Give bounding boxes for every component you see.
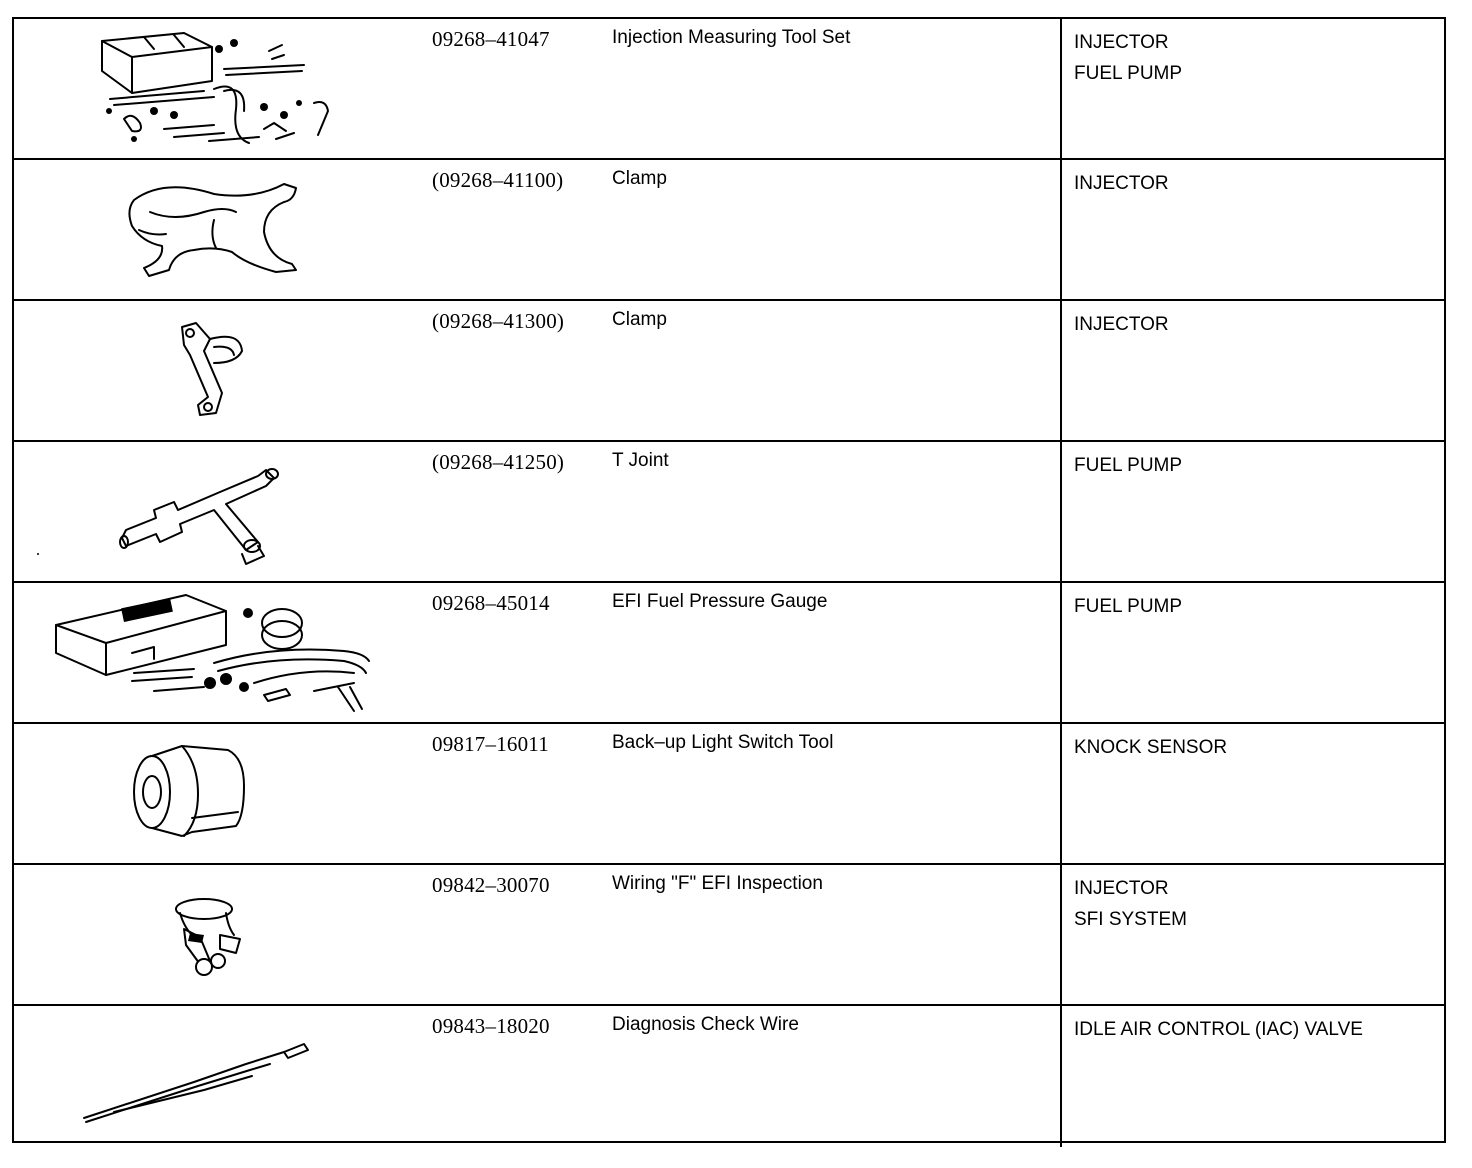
usage-cell: INJECTOR SFI SYSTEM <box>1074 873 1187 935</box>
usage-item: IDLE AIR CONTROL (IAC) VALVE <box>1074 1019 1363 1040</box>
column-divider <box>1060 160 1062 299</box>
clamp-icon <box>14 160 424 299</box>
part-number: 09268–45014 <box>432 591 550 615</box>
column-divider <box>1060 19 1062 158</box>
t-joint-icon <box>14 442 424 581</box>
column-divider <box>1060 1006 1062 1147</box>
pressure-gauge-kit-icon <box>14 583 424 722</box>
usage-item: FUEL PUMP <box>1074 63 1183 84</box>
usage-item: INJECTOR <box>1074 314 1169 335</box>
part-number: 09817–16011 <box>432 732 549 756</box>
usage-item: SFI SYSTEM <box>1074 909 1187 930</box>
usage-cell: FUEL PUMP <box>1074 450 1182 481</box>
usage-item: INJECTOR <box>1074 878 1169 899</box>
usage-item: FUEL PUMP <box>1074 596 1183 617</box>
table-row: 09268–45014 EFI Fuel Pressure Gauge FUEL… <box>14 583 1444 724</box>
wiring-harness-icon <box>14 865 424 1004</box>
usage-cell: FUEL PUMP <box>1074 591 1182 622</box>
usage-item: FUEL PUMP <box>1074 455 1183 476</box>
table-row: 09843–18020 Diagnosis Check Wire IDLE AI… <box>14 1006 1444 1147</box>
usage-item: KNOCK SENSOR <box>1074 737 1228 758</box>
tool-name: Wiring "F" EFI Inspection <box>612 873 823 894</box>
usage-cell: KNOCK SENSOR <box>1074 732 1227 763</box>
part-number: (09268–41250) <box>432 450 565 474</box>
column-divider <box>1060 724 1062 863</box>
tool-name: T Joint <box>612 450 669 471</box>
table-row: 09268–41047 Injection Measuring Tool Set… <box>14 19 1444 160</box>
column-divider <box>1060 442 1062 581</box>
column-divider <box>1060 301 1062 440</box>
tool-name: EFI Fuel Pressure Gauge <box>612 591 828 612</box>
part-number: (09268–41100) <box>432 168 564 192</box>
part-number: (09268–41300) <box>432 309 565 333</box>
special-tools-table: 09268–41047 Injection Measuring Tool Set… <box>12 17 1446 1147</box>
column-divider <box>1060 865 1062 1004</box>
table-row: 09817–16011 Back–up Light Switch Tool KN… <box>14 724 1444 865</box>
tool-name: Diagnosis Check Wire <box>612 1014 799 1035</box>
tool-name: Clamp <box>612 309 667 330</box>
tool-name: Back–up Light Switch Tool <box>612 732 834 753</box>
table-row: (09268–41250) T Joint FUEL PUMP <box>14 442 1444 583</box>
tool-name: Clamp <box>612 168 667 189</box>
usage-cell: INJECTOR <box>1074 168 1169 199</box>
table-row: (09268–41100) Clamp INJECTOR <box>14 160 1444 301</box>
column-divider <box>1060 583 1062 722</box>
check-wire-icon <box>14 1006 424 1145</box>
table-row: 09842–30070 Wiring "F" EFI Inspection IN… <box>14 865 1444 1006</box>
part-number: 09268–41047 <box>432 27 550 51</box>
usage-cell: INJECTOR FUEL PUMP <box>1074 27 1182 89</box>
usage-cell: IDLE AIR CONTROL (IAC) VALVE <box>1074 1014 1363 1045</box>
small-clamp-icon <box>14 301 424 440</box>
table-row: (09268–41300) Clamp INJECTOR <box>14 301 1444 442</box>
usage-item: INJECTOR <box>1074 173 1169 194</box>
part-number: 09843–18020 <box>432 1014 550 1038</box>
tool-name: Injection Measuring Tool Set <box>612 27 851 48</box>
usage-cell: INJECTOR <box>1074 309 1169 340</box>
tool-set-icon <box>14 19 424 158</box>
usage-item: INJECTOR <box>1074 32 1169 53</box>
part-number: 09842–30070 <box>432 873 550 897</box>
socket-tool-icon <box>14 724 424 863</box>
